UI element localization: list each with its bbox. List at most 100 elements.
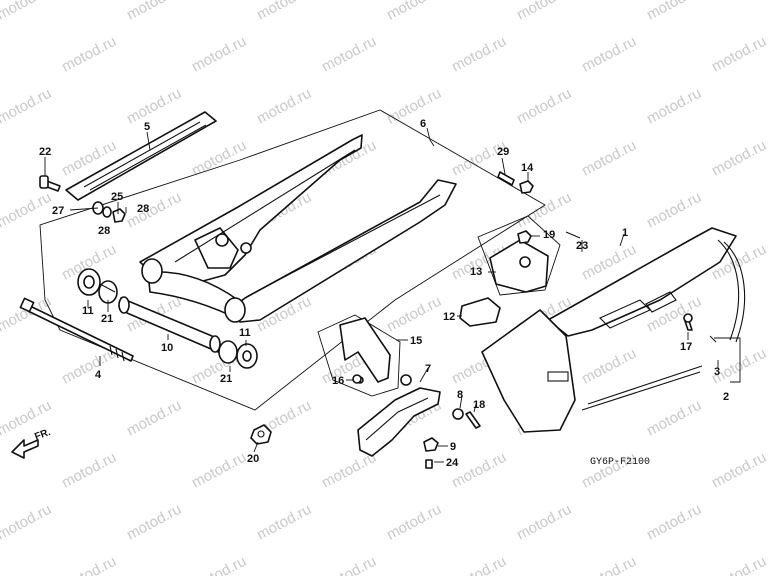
callout-18: 18 [473,399,485,411]
watermark-text: motod.ru [384,0,444,24]
callout-21b: 21 [220,373,232,385]
watermark-text: motod.ru [579,553,639,576]
front-direction-arrow: FR. [11,427,52,459]
callout-25: 25 [111,191,123,203]
chain-slider-plate-part [65,111,217,201]
swingarm-part [139,134,457,323]
watermark-text: motod.ru [0,501,54,544]
callout-14: 14 [521,162,534,174]
callout-16: 16 [332,375,344,387]
pivot-tube-part [118,296,221,353]
watermark-text: motod.ru [514,0,574,24]
watermark-text: motod.ru [644,397,704,440]
watermark-text: motod.ru [254,0,314,24]
callout-2: 2 [723,391,729,403]
callout-1: 1 [622,227,628,239]
callout-28a: 28 [137,203,149,215]
chain-case-part [481,227,737,433]
watermark-text: motod.ru [189,553,249,576]
callout-11b: 11 [239,327,251,339]
washer-27-part [92,201,112,218]
pivot-collar-right-part [218,340,258,369]
nut-19-part [517,230,532,244]
bolt-29-part [497,171,515,186]
watermark-text: motod.ru [514,189,574,232]
watermark-text: motod.ru [449,33,509,76]
watermark-text: motod.ru [579,33,639,76]
callout-13: 13 [470,266,482,278]
watermark-text: motod.ru [189,33,249,76]
watermark-text: motod.ru [59,33,119,76]
part-callouts: 5 6 22 27 25 28 28 2 9 14 19 23 1 13 12 1… [39,118,729,469]
watermark-text: motod.ru [189,137,249,180]
watermark-text: motod.ru [124,0,184,24]
callout-27: 27 [52,205,64,217]
callout-17: 17 [680,341,692,353]
chain-guide-slider-part [357,374,441,457]
front-direction-label: FR. [33,427,52,443]
callout-6: 6 [420,118,426,130]
screw-24-part [425,459,433,469]
watermark-text: motod.ru [189,449,249,492]
drive-chain-part [717,239,746,343]
watermark-text: motod.ru [644,189,704,232]
callout-19: 19 [543,229,555,241]
watermark-text: motod.ru [0,189,54,232]
callout-22: 22 [39,146,51,158]
watermark-text: motod.ru [0,0,54,24]
callout-8: 8 [457,389,463,401]
washer-8-part [452,408,464,420]
watermark-text: motod.ru [579,345,639,388]
callout-20: 20 [247,453,259,465]
watermark-text: motod.ru [709,449,768,492]
watermark-text: motod.ru [59,449,119,492]
callout-12: 12 [443,311,455,323]
callout-23: 23 [576,240,588,252]
callout-9: 9 [450,441,456,453]
watermark-text: motod.ru [124,85,184,128]
nut-9-part [423,437,439,452]
callout-24: 24 [446,457,459,469]
callout-15: 15 [410,335,422,347]
rubber-12-part [459,297,501,327]
watermark-text: motod.ru [384,293,444,336]
nut-16-part [352,374,362,384]
part-13-outline [477,215,561,296]
watermark-text: motod.ru [514,501,574,544]
watermark-text: motod.ru [124,501,184,544]
leader-lines [44,127,741,463]
watermark-text: motod.ru [644,0,704,24]
watermark-text: motod.ru [384,501,444,544]
nut-14-part [519,180,534,194]
bolt-22-part [39,175,61,192]
watermark-text: motod.ru [644,501,704,544]
screw-23-part [565,231,581,239]
callout-21a: 21 [101,313,113,325]
watermark-text: motod.ru [579,449,639,492]
nut-25-part [112,208,126,223]
watermark-text: motod.ru [319,33,379,76]
watermark-text: motod.ru [579,137,639,180]
watermark-text: motod.ru [709,137,768,180]
callout-5: 5 [144,121,150,133]
callout-11a: 11 [82,305,94,317]
watermark-text: motod.ru [124,397,184,440]
watermark-text: motod.ru [384,85,444,128]
watermark-text: motod.ru [254,501,314,544]
watermark-text: motod.ru [514,85,574,128]
watermark-text: motod.ru [449,553,509,576]
callout-3: 3 [714,366,720,378]
pivot-bolt-part [19,297,134,362]
watermark-text: motod.ru [709,553,768,576]
watermark-text: motod.ru [0,85,54,128]
chain-guide-group-outline [317,314,401,397]
watermark-text: motod.ru [449,449,509,492]
bolt-18-part [465,411,481,429]
nut-20-part [250,424,272,445]
watermark-text: motod.ru [644,85,704,128]
callout-28b: 28 [98,225,110,237]
callout-4: 4 [95,369,102,381]
watermark-text: motod.ru [709,33,768,76]
bolt-17-part [683,313,693,331]
